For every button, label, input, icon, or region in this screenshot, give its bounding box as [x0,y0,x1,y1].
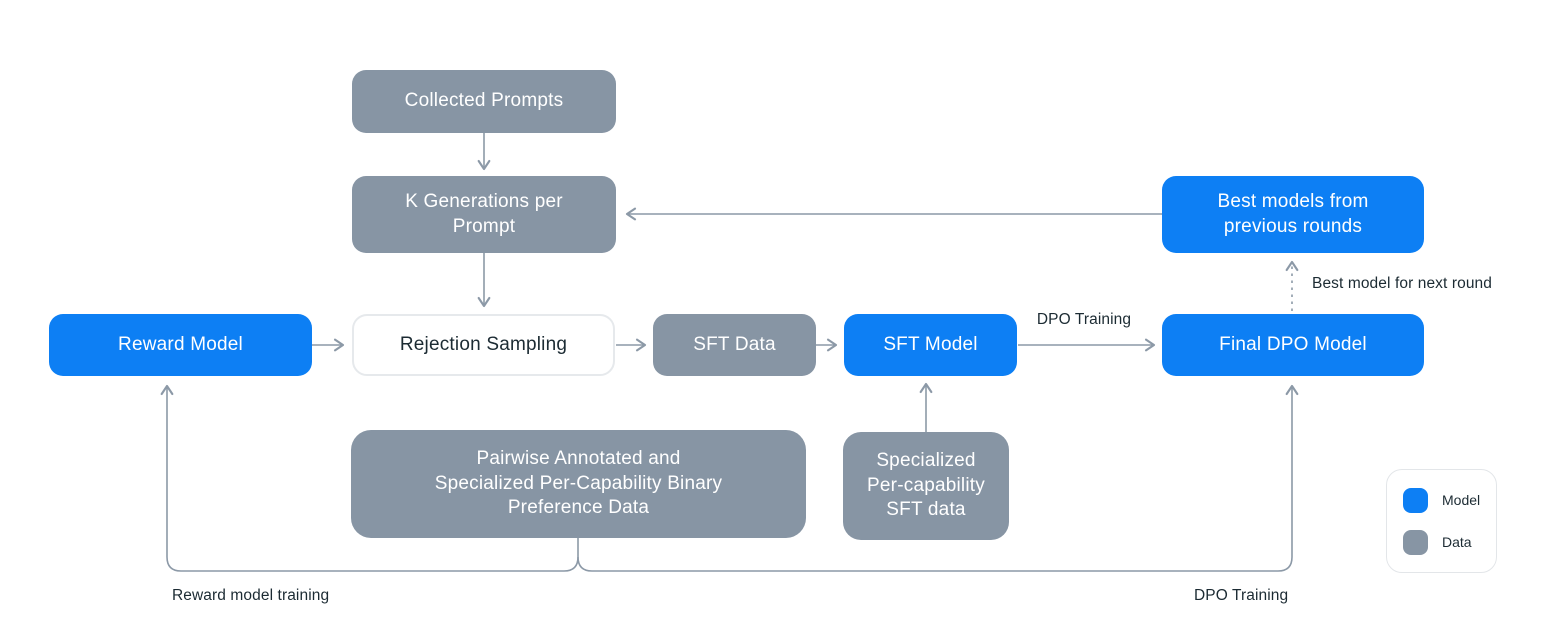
node-label-line: Specialized Per-Capability Binary [434,472,723,494]
legend-row-model: Model [1403,487,1496,513]
node-label: Reward Model [118,333,243,355]
node-label-line: Best models from [1217,191,1369,212]
node-label-line: K Generations per [405,191,563,212]
model-color-swatch-icon [1403,487,1428,513]
edge-label-reward-model-training: Reward model training [172,587,330,604]
legend-row-data: Data [1403,529,1496,555]
node-final-dpo-model: Final DPO Model [1162,314,1424,376]
legend-label-model: Model [1442,492,1481,508]
legend-label-data: Data [1442,534,1472,550]
node-k-generations-per-prompt: K Generations per Prompt [352,176,616,253]
node-specialized-sft-data: Specialized Per-capability SFT data [843,432,1009,540]
legend: Model Data [1386,469,1497,573]
edge-label-dpo-training-loop: DPO Training [1194,587,1289,604]
node-label-line: Prompt [452,215,516,237]
node-label-line: Pairwise Annotated and [476,448,681,470]
node-label: SFT Data [693,333,776,355]
node-label-line: SFT data [886,499,966,521]
node-rejection-sampling: Rejection Sampling [352,314,615,376]
edge-label-best-model-for-next-round: Best model for next round [1312,275,1492,292]
node-label-line: previous rounds [1223,215,1363,237]
node-sft-model: SFT Model [844,314,1017,376]
node-label-line: Per-capability [867,474,985,496]
node-collected-prompts: Collected Prompts [352,70,616,133]
node-pairwise-preference-data: Pairwise Annotated and Specialized Per-C… [351,430,806,538]
node-label: Final DPO Model [1219,333,1367,355]
node-label: SFT Model [883,333,978,355]
node-label-line: Specialized [876,450,976,472]
node-label: Rejection Sampling [399,333,568,355]
node-reward-model: Reward Model [49,314,312,376]
edge-label-dpo-training: DPO Training [1036,311,1132,328]
node-label: Collected Prompts [404,90,564,112]
node-sft-data: SFT Data [653,314,816,376]
data-color-swatch-icon [1403,529,1428,555]
node-label-line: Preference Data [507,497,650,519]
node-best-models-previous-rounds: Best models from previous rounds [1162,176,1424,253]
